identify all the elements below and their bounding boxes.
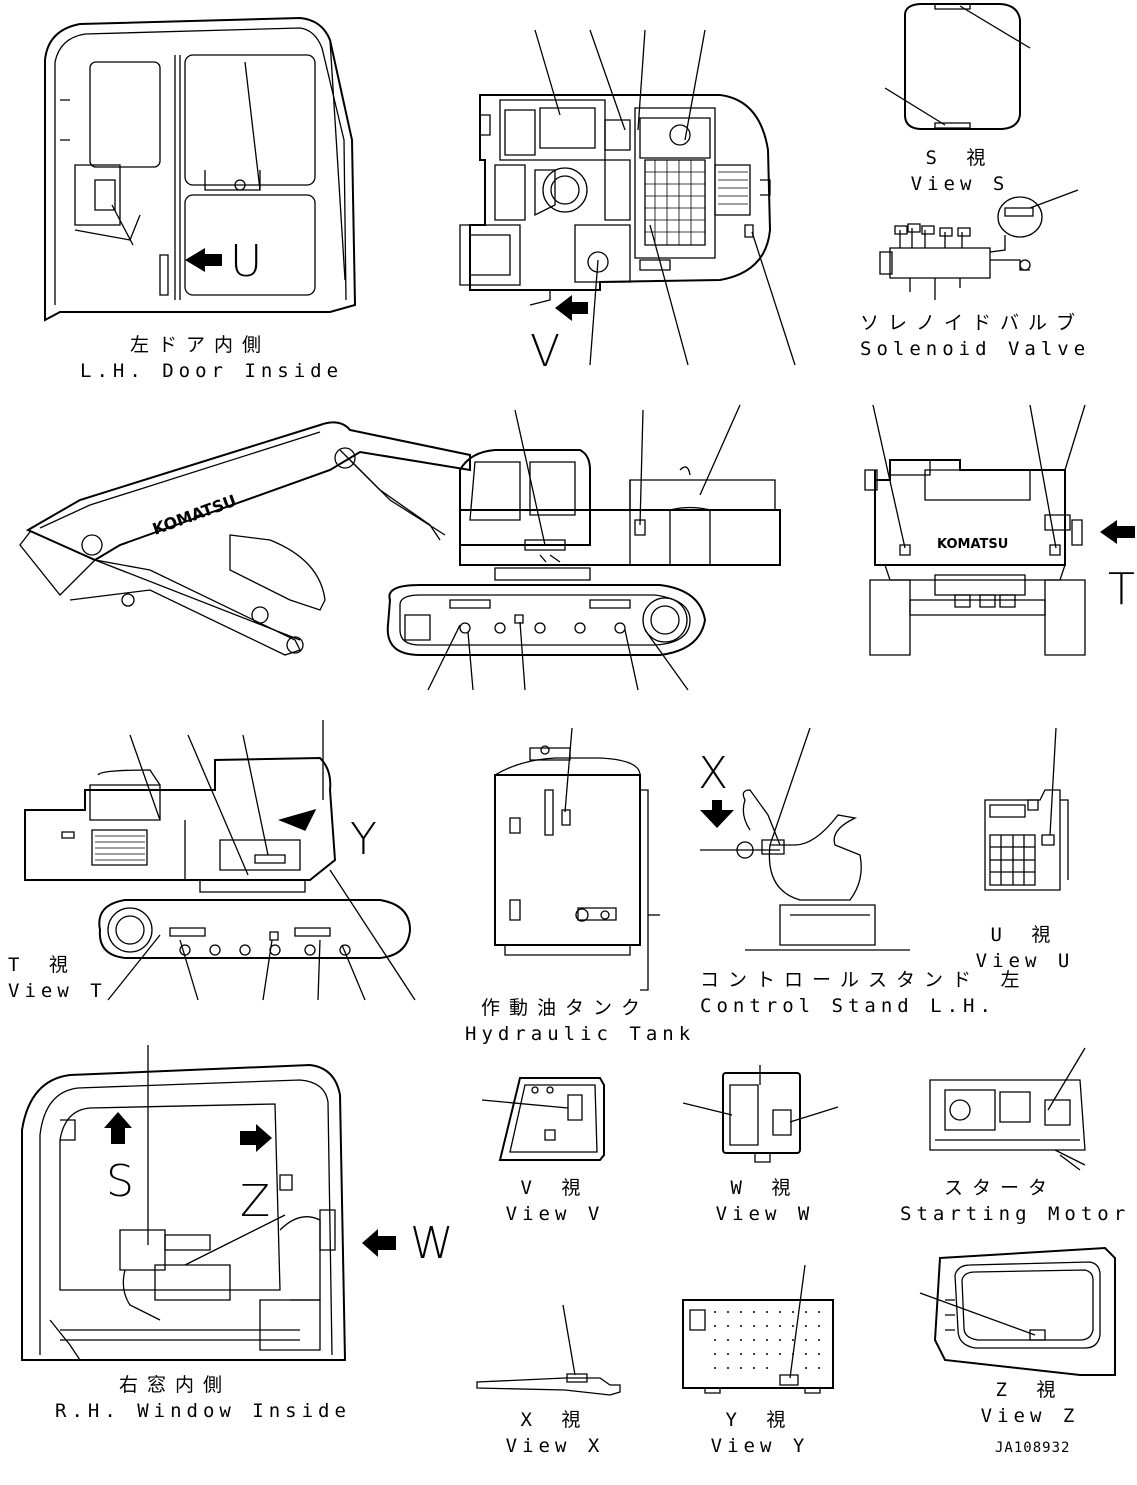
view-t-caption: T 視 View T bbox=[8, 952, 108, 1004]
marker-v: V bbox=[530, 326, 561, 377]
view-v-en: View V bbox=[505, 1203, 605, 1225]
side-view-leaders bbox=[428, 405, 740, 690]
view-z-jp: Z 視 bbox=[995, 1379, 1065, 1401]
marker-t: T bbox=[1108, 564, 1135, 615]
view-t-en: View T bbox=[8, 980, 107, 1002]
hydraulic-tank-drawing bbox=[495, 728, 660, 990]
starting-motor-caption: スタータ Starting Motor bbox=[900, 1175, 1131, 1227]
view-t-jp: T 視 bbox=[8, 954, 77, 976]
rear-brand-text: KOMATSU bbox=[937, 537, 1008, 552]
view-v-caption: V 視 View V bbox=[500, 1175, 610, 1227]
door-lh-caption: 左ドア内側 L.H. Door Inside bbox=[80, 332, 344, 384]
view-x-arrow bbox=[700, 800, 734, 828]
starting-motor-drawing bbox=[930, 1048, 1085, 1170]
hyd-tank-en: Hydraulic Tank bbox=[465, 1023, 696, 1045]
hyd-tank-jp: 作動油タンク bbox=[480, 997, 649, 1019]
view-w-caption: W 視 View W bbox=[710, 1175, 820, 1227]
view-v-arrow bbox=[555, 295, 588, 321]
view-y-en: View Y bbox=[710, 1435, 810, 1457]
control-stand-jp: コントロールスタンド 左 bbox=[700, 969, 1029, 991]
view-y-jp: Y 視 bbox=[725, 1409, 795, 1431]
starting-motor-jp: スタータ bbox=[943, 1177, 1056, 1199]
view-t-drawing bbox=[25, 720, 415, 1000]
marker-u: U bbox=[230, 236, 263, 287]
view-y-dot-grid bbox=[714, 1311, 820, 1369]
view-v-jp: V 視 bbox=[520, 1177, 590, 1199]
solenoid-en: Solenoid Valve bbox=[860, 338, 1091, 360]
view-w-drawing bbox=[683, 1065, 838, 1162]
starting-motor-en: Starting Motor bbox=[900, 1203, 1131, 1225]
solenoid-caption: ソレノイドバルブ Solenoid Valve bbox=[860, 310, 1091, 362]
control-stand-en: Control Stand L.H. bbox=[700, 995, 996, 1017]
view-z-arrow bbox=[240, 1124, 272, 1152]
view-s-arrow bbox=[104, 1112, 132, 1144]
view-w-en: View W bbox=[715, 1203, 815, 1225]
view-u-drawing bbox=[985, 728, 1068, 890]
view-y-drawing bbox=[683, 1265, 833, 1393]
view-s-en: View S bbox=[910, 173, 1010, 195]
view-w-jp: W 視 bbox=[730, 1177, 800, 1199]
control-stand-caption: コントロールスタンド 左 Control Stand L.H. bbox=[700, 967, 1029, 1019]
top-view-leaders bbox=[535, 30, 795, 365]
marker-x: X bbox=[698, 748, 729, 799]
view-s-caption: S 視 View S bbox=[900, 145, 1020, 197]
top-view-drawing bbox=[460, 95, 770, 305]
control-stand-drawing bbox=[700, 728, 910, 950]
window-rh-jp: 右窓内側 bbox=[118, 1374, 231, 1396]
rear-view-drawing: KOMATSU bbox=[865, 405, 1085, 655]
view-v-drawing bbox=[482, 1078, 604, 1160]
view-u-jp: U 視 bbox=[990, 924, 1060, 946]
view-u-arrow bbox=[185, 248, 222, 272]
window-rh-en: R.H. Window Inside bbox=[55, 1400, 351, 1422]
view-t-arrow bbox=[1100, 520, 1135, 544]
view-s-drawing bbox=[885, 4, 1030, 129]
view-z-caption: Z 視 View Z bbox=[975, 1377, 1085, 1429]
marker-y: Y bbox=[350, 814, 377, 865]
marker-w: W bbox=[410, 1218, 454, 1269]
marker-s: S bbox=[106, 1156, 134, 1207]
view-u-caption: U 視 View U bbox=[975, 922, 1075, 974]
view-x-en: View X bbox=[505, 1435, 605, 1457]
hyd-tank-caption: 作動油タンク Hydraulic Tank bbox=[465, 995, 696, 1047]
window-rh-caption: 右窓内側 R.H. Window Inside bbox=[55, 1372, 351, 1424]
solenoid-jp: ソレノイドバルブ bbox=[860, 312, 1085, 334]
view-x-drawing bbox=[477, 1305, 620, 1395]
door-lh-en: L.H. Door Inside bbox=[80, 360, 344, 382]
view-z-drawing bbox=[920, 1248, 1115, 1375]
view-x-caption: X 視 View X bbox=[500, 1407, 610, 1459]
view-y-caption: Y 視 View Y bbox=[705, 1407, 815, 1459]
drawing-number: JA108932 bbox=[995, 1440, 1071, 1456]
view-s-jp: S 視 bbox=[925, 147, 995, 169]
marker-z: Z bbox=[240, 1176, 271, 1227]
view-u-en: View U bbox=[975, 950, 1075, 972]
boom-brand-text: KOMATSU bbox=[150, 491, 239, 539]
side-view-drawing: KOMATSU bbox=[20, 422, 780, 655]
lh-door-drawing bbox=[45, 18, 355, 320]
rh-window-drawing bbox=[22, 1045, 345, 1360]
view-x-jp: X 視 bbox=[520, 1409, 590, 1431]
view-z-en: View Z bbox=[980, 1405, 1080, 1427]
solenoid-valve-drawing bbox=[880, 190, 1078, 300]
door-lh-jp: 左ドア内側 bbox=[129, 334, 270, 356]
view-w-arrow bbox=[362, 1229, 396, 1257]
